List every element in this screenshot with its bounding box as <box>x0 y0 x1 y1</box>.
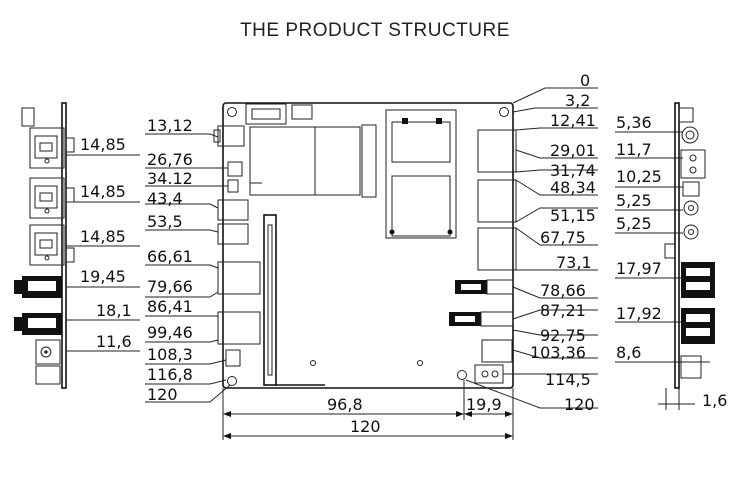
left-lan-port-3 <box>29 224 75 266</box>
left-side-dim: 11,6 <box>96 332 132 351</box>
page-title: THE PRODUCT STRUCTURE <box>240 20 510 41</box>
right-side-dim: 5,36 <box>616 113 652 132</box>
left-dim: 86,41 <box>147 297 193 316</box>
bottom-dim-a: 96,8 <box>327 395 363 414</box>
bottom-dim-b: 19,9 <box>466 395 502 414</box>
left-dim: 108,3 <box>147 345 193 364</box>
left-dim: 66,61 <box>147 247 193 266</box>
right-dim: 78,66 <box>540 281 586 300</box>
bottom-dimensions <box>222 380 514 440</box>
right-side-dim: 17,97 <box>616 259 662 278</box>
left-dc-jack <box>35 339 61 385</box>
left-dim: 13,12 <box>147 116 193 135</box>
left-dim: 34.12 <box>147 169 193 188</box>
right-side-dim: 8,6 <box>616 343 641 362</box>
right-dimension-leaders <box>465 87 598 409</box>
left-lan-port-1 <box>21 107 75 169</box>
right-side-dim: 5,25 <box>616 191 652 210</box>
left-side-dim: 14,85 <box>80 135 126 154</box>
right-side-dim: 5,25 <box>616 214 652 233</box>
left-side-dim: 14,85 <box>80 182 126 201</box>
left-side-dim: 18,1 <box>96 301 132 320</box>
right-dim: 67,75 <box>540 228 586 247</box>
right-side-dim: 10,25 <box>616 167 662 186</box>
right-side-view <box>615 102 715 410</box>
right-dim: 92,75 <box>540 326 586 345</box>
right-side-dim: 1,6 <box>702 391 727 410</box>
left-dim: 43,4 <box>147 189 183 208</box>
right-dim: 114,5 <box>545 370 591 389</box>
left-side-dim: 14,85 <box>80 227 126 246</box>
right-dim: 3,2 <box>565 91 590 110</box>
left-lan-port-2 <box>29 177 75 219</box>
right-dim: 12,41 <box>550 111 596 130</box>
right-side-dim: 11,7 <box>616 140 652 159</box>
right-side-dim: 17,92 <box>616 304 662 323</box>
left-side-dim: 19,45 <box>80 267 126 286</box>
left-usb-ports <box>14 276 62 335</box>
left-dim: 116,8 <box>147 365 193 384</box>
right-dim: 31,74 <box>550 161 596 180</box>
left-dim: 53,5 <box>147 212 183 231</box>
bottom-dim-total: 120 <box>350 417 381 436</box>
main-board <box>213 102 517 389</box>
left-dim: 26,76 <box>147 150 193 169</box>
left-dim: 99,46 <box>147 323 193 342</box>
right-dim: 87,21 <box>540 301 586 320</box>
left-dim: 79,66 <box>147 277 193 296</box>
right-dim: 51,15 <box>550 206 596 225</box>
left-side-view <box>14 102 140 389</box>
right-dim: 48,34 <box>550 178 596 197</box>
right-dim: 29,01 <box>550 141 596 160</box>
right-dim: 0 <box>580 71 590 90</box>
left-dim: 120 <box>147 385 178 404</box>
right-dim: 73,1 <box>556 253 592 272</box>
right-dim: 103,36 <box>530 343 586 362</box>
right-dim: 120 <box>564 395 595 414</box>
